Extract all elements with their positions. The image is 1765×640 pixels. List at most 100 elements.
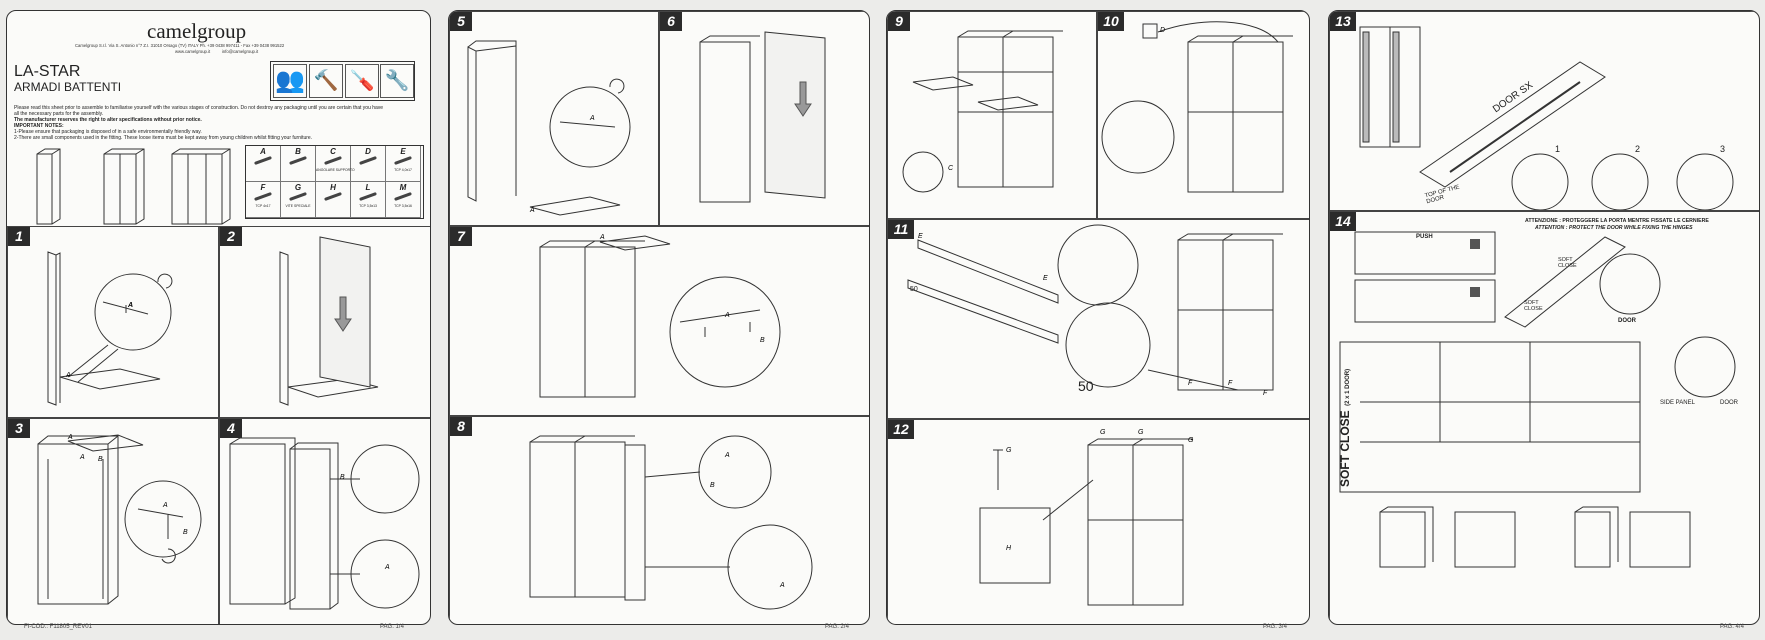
- step-6-drawing: [699, 31, 826, 203]
- footer-page-3: PAG. 3/4: [1263, 624, 1287, 630]
- svg-text:A: A: [162, 502, 168, 509]
- part-letter: L: [365, 183, 371, 192]
- svg-text:G: G: [1006, 447, 1012, 454]
- step-1-panel: 1 A A: [7, 226, 219, 418]
- brand-logo: camelgroup: [147, 19, 247, 43]
- soft-close-title-text: SOFT CLOSE: [1338, 410, 1352, 487]
- step-3-number: 3: [8, 419, 30, 438]
- screw-icon: [359, 156, 377, 165]
- svg-text:D: D: [1160, 27, 1165, 34]
- svg-text:A: A: [599, 234, 605, 241]
- svg-text:A: A: [529, 207, 535, 214]
- part-description: VITE SPECIALE: [285, 204, 311, 208]
- note-line: The manufacturer reserves the right to a…: [14, 117, 202, 123]
- step-5-number: 5: [450, 12, 472, 31]
- svg-text:A: A: [724, 312, 730, 319]
- screw-icon: [359, 192, 377, 201]
- step-8-panel: 8 A B A: [449, 416, 869, 624]
- part-description: TCP 4,0x17: [394, 168, 412, 172]
- svg-text:A: A: [589, 115, 595, 122]
- step-3-drawing: A A B A B: [37, 434, 202, 605]
- step-6-panel: 6: [659, 11, 869, 226]
- step-4-drawing: B A: [229, 437, 420, 610]
- part-letter: H: [330, 183, 336, 192]
- svg-text:A: A: [65, 372, 71, 379]
- company-website: www.camelgroup.it: [175, 49, 211, 54]
- step-10-number: 10: [1098, 12, 1124, 31]
- part-cell: E TCP 4,0x17: [386, 146, 421, 182]
- part-cell: H: [316, 182, 351, 218]
- part-cell: B: [281, 146, 316, 182]
- screw-icon: [289, 156, 307, 165]
- step-11-panel: 11 E E F F F 50 50: [887, 219, 1309, 419]
- step-3-panel: 3 A A B A B: [7, 418, 219, 624]
- hammer-icon: 🔨: [309, 64, 343, 98]
- part-letter: A: [260, 147, 266, 156]
- step-10-panel: 10 D: [1097, 11, 1309, 219]
- step-12-drawing: G G G G H: [979, 429, 1194, 606]
- footer-page-4: PAG. 4/4: [1720, 624, 1744, 630]
- part-cell: G VITE SPECIALE: [281, 182, 316, 218]
- part-description: TCP 3,5x16: [394, 204, 412, 208]
- part-letter: G: [294, 183, 302, 192]
- screw-icon: [254, 156, 272, 165]
- screw-icon: [324, 192, 342, 201]
- svg-text:B: B: [183, 529, 188, 536]
- part-letter: D: [365, 147, 371, 156]
- step-2-number: 2: [220, 227, 242, 246]
- svg-text:F: F: [1188, 380, 1193, 387]
- page-2: 5 A A 6 7: [448, 10, 870, 625]
- svg-text:A: A: [779, 582, 785, 589]
- step-11-dimension: 50: [1078, 378, 1094, 394]
- step-8-drawing: A B A: [529, 435, 813, 610]
- door-label-2: DOOR: [1720, 400, 1738, 406]
- part-letter: B: [295, 147, 301, 156]
- page-4: 13 DOOR SX TOP OF THE DOOR 1 2 3 14 ATTE…: [1328, 10, 1760, 625]
- step-12-panel: 12 G G G G H: [887, 419, 1309, 624]
- side-panel-label: SIDE PANEL: [1660, 400, 1695, 406]
- soft-close-title: SOFT CLOSE (2 x 1 DOOR): [1336, 347, 1352, 487]
- step-9-drawing: C: [902, 30, 1063, 193]
- step-1-number: 1: [8, 227, 30, 246]
- footer-page-1: PAG. 1/4: [380, 624, 404, 630]
- view-1-label: 1: [1555, 144, 1561, 154]
- step-2-drawing: [279, 236, 379, 406]
- step-9-panel: 9 C: [887, 11, 1097, 219]
- step-6-number: 6: [660, 12, 682, 31]
- step-1-drawing: A A: [47, 251, 173, 406]
- screw-icon: [254, 192, 272, 201]
- soft-close-label-2: SOFT CLOSE: [1524, 300, 1543, 312]
- part-letter: E: [400, 147, 406, 156]
- part-cell: A: [246, 146, 281, 182]
- part-cell: D: [351, 146, 386, 182]
- screw-icon: [394, 192, 412, 201]
- company-address: Camelgroup S.r.l. Via S. Antonio n°7 Z.I…: [75, 43, 285, 48]
- step-14-drawing: [1339, 231, 1736, 568]
- soft-close-subtitle: (2 x 1 DOOR): [1345, 368, 1351, 406]
- note-line: Please read this sheet prior to assemble…: [14, 105, 384, 111]
- screw-icon: [289, 192, 307, 201]
- part-description: TCP 4x17: [255, 204, 271, 208]
- step-7-drawing: A A B: [539, 234, 781, 398]
- step-5-drawing: A A: [467, 40, 631, 216]
- door-label: DOOR: [1618, 318, 1636, 324]
- step-13-number: 13: [1330, 12, 1356, 31]
- step-11-dimension-small: 50: [910, 286, 918, 293]
- screwdriver-icon: 🪛: [345, 64, 379, 98]
- note-line: 1-Please ensure that packaging is dispos…: [14, 129, 202, 135]
- drill-icon: 🔧: [380, 64, 414, 98]
- step-9-number: 9: [888, 12, 910, 31]
- tools-box: 👥 🔨 🪛 🔧: [270, 61, 415, 101]
- part-letter: C: [330, 147, 336, 156]
- step-4-number: 4: [220, 419, 242, 438]
- svg-text:C: C: [948, 165, 954, 172]
- svg-text:B: B: [340, 474, 345, 481]
- svg-text:B: B: [710, 482, 715, 489]
- notes-block: Please read this sheet prior to assemble…: [14, 105, 424, 141]
- company-email: info@camelgroup.it: [222, 49, 259, 54]
- soft-close-label-1: SOFT CLOSE: [1558, 257, 1577, 269]
- push-label: PUSH: [1416, 234, 1433, 240]
